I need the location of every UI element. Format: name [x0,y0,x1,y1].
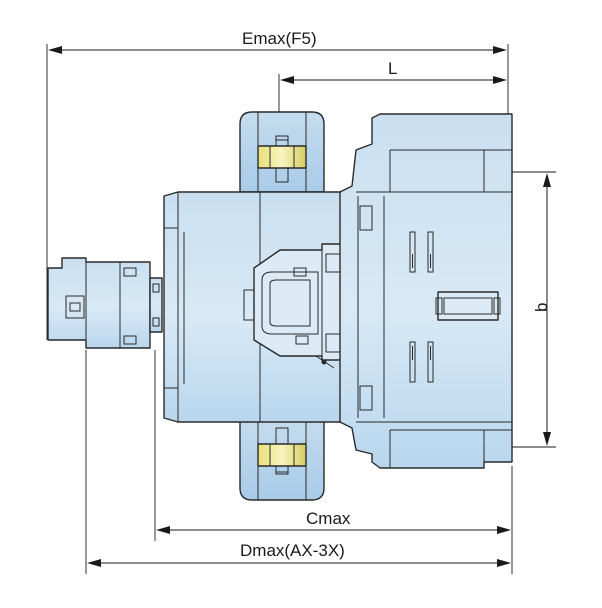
dmax-label: Dmax(AX-3X) [240,541,345,560]
contactor-body [47,111,513,501]
right-section [339,113,513,469]
l-label: L [388,59,397,78]
dimension-dmax: Dmax(AX-3X) [85,350,513,574]
emax-label: Emax(F5) [242,29,317,48]
dimension-emax: Emax(F5) [46,29,509,340]
auxiliary-block [47,257,163,349]
b-label: b [532,303,551,312]
cmax-label: Cmax [306,509,351,528]
dimension-l: L [278,59,507,198]
dimension-cmax: Cmax [154,350,513,541]
top-terminal [239,111,325,193]
bottom-terminal [239,417,325,501]
